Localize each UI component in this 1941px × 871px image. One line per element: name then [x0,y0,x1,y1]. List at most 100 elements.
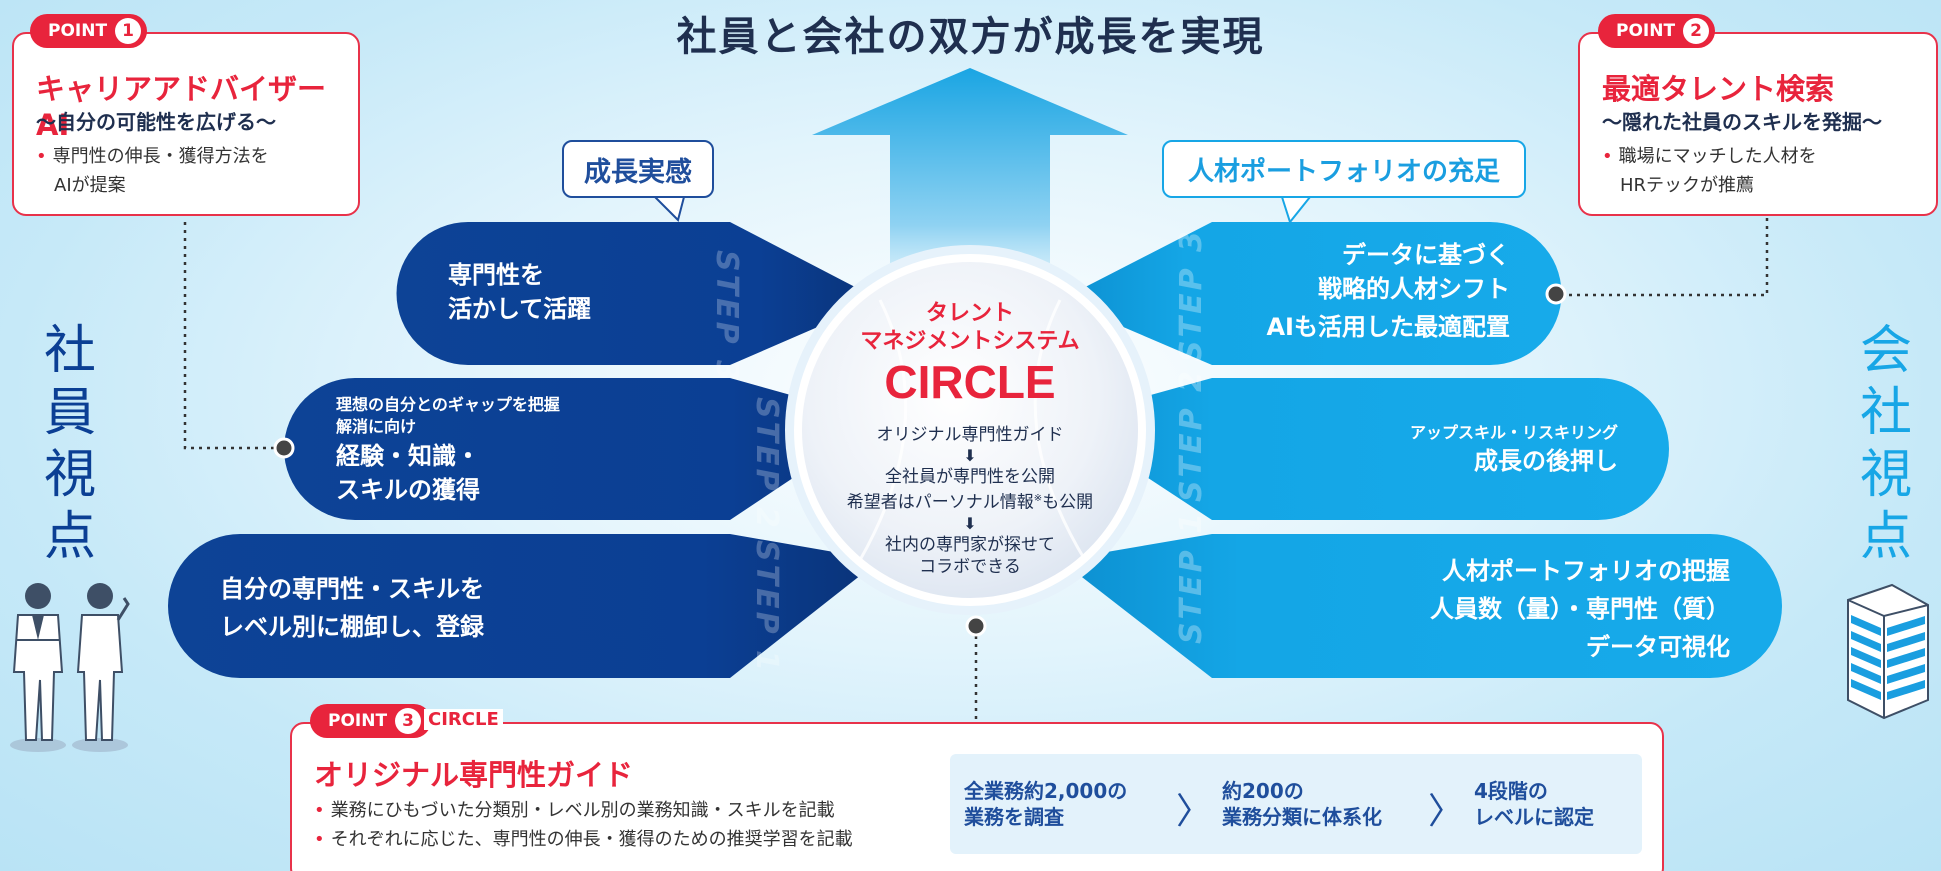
callout-growth: 成長実感 [562,140,714,198]
left-step2-text: 理想の自分とのギャップを把握 解消に向け 経験・知識・ スキルの獲得 [336,394,560,506]
point1-subtitle: 〜自分の可能性を広げる〜 [36,110,276,134]
point3-heading: オリジナル専門性ガイド [314,758,634,792]
flow-chevron-1-icon: 〉 [1176,791,1213,832]
point2-card: 最適タレント検索 〜隠れた社員のスキルを発掘〜 •職場にマッチした人材を HRテ… [1578,32,1938,216]
flow-step-3-line1: 4段階の [1474,779,1548,803]
circle-system-name: タレント マネジメントシステム [800,300,1140,356]
circle-item2b-tail: も公開 [1042,492,1094,513]
point1-bullet-line1: 専門性の伸長・獲得方法を [52,146,269,167]
point3-card: オリジナル専門性ガイド •業務にひもづいた分類別・レベル別の業務知識・スキルを記… [290,722,1664,871]
right-step2-text: アップスキル・リスキリング 成長の後押し [1230,422,1618,478]
point2-badge-label: POINT [1616,21,1676,41]
point3-badge-label: POINT [328,711,388,731]
right-step3-line1: データに基づく [1342,241,1510,269]
employees-illustration [10,583,130,752]
point2-bullet-line1: 職場にマッチした人材を [1618,146,1817,167]
point2-heading: 最適タレント検索 [1602,72,1835,106]
right-step2-label: STEP 2 [1174,368,1209,502]
company-perspective-char-3: 視 [1859,445,1912,505]
left-step3-line1: 専門性を [448,261,544,289]
right-step1-line2: 人員数（量）・専門性（質） [1430,595,1730,623]
left-step1-line1: 自分の専門性・スキルを [220,575,484,603]
left-step3-text: 専門性を 活かして活躍 [448,258,591,326]
flow-step-1-line1: 全業務約2,000の [964,779,1128,803]
point1-heading: キャリアアドバイザーAI [36,72,327,142]
point2-subtitle: 〜隠れた社員のスキルを発掘〜 [1602,110,1882,134]
right-step3-line3: AIも活用した最適配置 [1266,313,1510,341]
left-step3-line2: 活かして活躍 [448,295,592,323]
right-step1-label: STEP 1 [1174,510,1209,644]
flow-chevron-2-icon: 〉 [1428,791,1465,832]
circle-item3a: 社内の専門家が探せて [885,534,1055,555]
employee-perspective-char-1: 社 [43,321,96,381]
circle-item2a: 全社員が専門性を公開 [885,467,1055,487]
connector-point1 [183,222,282,450]
employee-perspective-char-4: 点 [43,507,96,567]
circle-line2: マネジメントシステム [860,329,1080,354]
building-illustration [1847,583,1929,720]
circle-flow: オリジナル専門性ガイド ⬇ 全社員が専門性を公開 希望者はパーソナル情報※も公開… [800,424,1140,578]
left-step1-text: 自分の専門性・スキルを レベル別に棚卸し、登録 [220,570,484,646]
point2-bullet: •職場にマッチした人材を HRテックが推薦 [1602,146,1817,196]
circle-arrow-1: ⬇ [963,446,977,465]
left-pill-step3 [396,222,880,365]
right-step2-small1: アップスキル・リスキリング [1409,423,1618,442]
circle-item2b: 希望者はパーソナル情報※も公開 [800,488,1140,514]
right-pill-step1 [1060,534,1782,678]
right-step2-line1: 成長の後押し [1474,447,1618,475]
circle-item2b-sup: ※ [1033,493,1043,504]
flow-step-1-line2: 業務を調査 [964,805,1064,829]
point3-badge: POINT 3 [310,704,432,738]
point3-bullet-2: •それぞれに応じた、専門性の伸長・獲得のための推奨学習を記載 [314,829,853,850]
callout-portfolio: 人材ポートフォリオの充足 [1162,140,1526,198]
circle-item2b-text: 希望者はパーソナル情報 [846,492,1034,513]
left-step1-label: STEP 1 [749,540,784,674]
point3-bullets: •業務にひもづいた分類別・レベル別の業務知識・スキルを記載 •それぞれに応じた、… [314,796,853,854]
point1-bullet-line2: AIが提案 [54,175,126,196]
left-step2-line2: スキルの獲得 [336,476,480,504]
left-step3-label: STEP 3 [709,250,744,384]
flow-step-1: 全業務約2,000の 業務を調査 [964,778,1127,830]
point3-bullet-1: •業務にひもづいた分類別・レベル別の業務知識・スキルを記載 [314,800,835,821]
point1-bullet: •専門性の伸長・獲得方法を AIが提案 [36,146,269,196]
employee-perspective-char-2: 員 [43,383,96,443]
flow-step-2-line2: 業務分類に体系化 [1222,805,1382,829]
circle-brand: CIRCLE [884,356,1056,408]
flow-step-3-line2: レベルに認定 [1474,805,1594,829]
left-step2-small2: 解消に向け [336,417,417,436]
center-circle [794,254,1146,606]
point1-badge-number: 1 [115,18,142,44]
flow-step-2-line1: 約200の [1222,779,1304,803]
point3-badge-number: 3 [395,708,422,734]
right-step1-line3: データ可視化 [1586,633,1730,661]
point2-bullet-line2: HRテックが推薦 [1620,175,1755,196]
point1-badge-label: POINT [48,21,108,41]
left-pill-step1 [168,534,880,678]
employee-perspective-label: 社 員 視 点 [40,320,100,568]
point1-badge: POINT 1 [30,14,148,48]
right-step3-text: データに基づく 戦略的人材シフト AIも活用した最適配置 [1200,238,1510,344]
point3-badge-suffix: CIRCLE [424,709,503,730]
left-step1-line2: レベル別に棚卸し、登録 [220,613,484,641]
connector-point2 [1560,218,1769,297]
right-pill-step3 [1060,222,1562,365]
employee-perspective-char-3: 視 [43,445,96,505]
company-perspective-label: 会 社 視 点 [1856,320,1916,568]
circle-item3b: コラボできる [919,556,1021,577]
point3-bullet-2-text: それぞれに応じた、専門性の伸長・獲得のための推奨学習を記載 [330,829,853,850]
right-pill-step2 [1060,378,1669,520]
left-step2-small1: 理想の自分とのギャップを把握 [336,395,560,414]
flow-step-3: 4段階の レベルに認定 [1474,778,1594,830]
point3-bullet-1-text: 業務にひもづいた分類別・レベル別の業務知識・スキルを記載 [330,800,835,821]
company-perspective-char-2: 社 [1859,383,1912,443]
right-step3-line2: 戦略的人材シフト [1318,275,1510,303]
point3-flow-box: 全業務約2,000の 業務を調査 〉 約200の 業務分類に体系化 〉 4段階の… [950,754,1642,854]
left-step2-label: STEP 2 [749,397,784,531]
circle-line1: タレント [925,301,1014,326]
flow-step-2: 約200の 業務分類に体系化 [1222,778,1382,830]
point1-card: キャリアアドバイザーAI 〜自分の可能性を広げる〜 •専門性の伸長・獲得方法を … [12,32,360,216]
right-step1-line1: 人材ポートフォリオの把握 [1442,557,1730,585]
